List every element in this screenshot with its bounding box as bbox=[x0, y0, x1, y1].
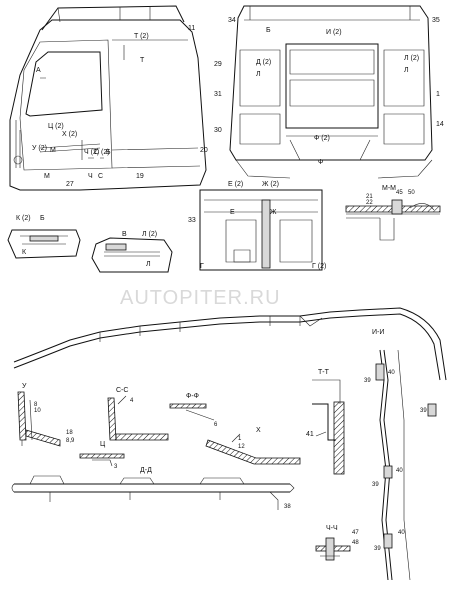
callout: 11 bbox=[188, 25, 195, 32]
callout: Ф bbox=[318, 159, 323, 166]
callout: 31 bbox=[214, 91, 222, 98]
callout: 1 bbox=[436, 91, 440, 98]
callout: 41 bbox=[306, 431, 314, 438]
callout: 8,9 bbox=[66, 438, 75, 444]
interior-view: Е (2) Ж (2) Е Ж 33 Г Г (2) bbox=[188, 181, 326, 271]
callout: 19 bbox=[136, 173, 144, 180]
callout: 40 bbox=[398, 530, 405, 536]
callout: Б bbox=[106, 149, 111, 156]
callout: 21 bbox=[366, 194, 373, 200]
callout: Д (2) bbox=[256, 59, 271, 66]
callout: 34 bbox=[228, 17, 236, 24]
callout: И (2) bbox=[326, 29, 342, 36]
section-m-m: М-М 21 22 45 50 bbox=[345, 185, 441, 241]
section-ch-ch: Ч-Ч 47 48 bbox=[315, 525, 359, 561]
callout: 14 bbox=[436, 121, 444, 128]
callout: 39 bbox=[420, 408, 427, 414]
callout: Е bbox=[230, 209, 235, 216]
callout: 40 bbox=[388, 370, 395, 376]
callout: Ж bbox=[270, 209, 277, 216]
callout: M bbox=[44, 173, 50, 180]
callout: 6 bbox=[214, 422, 218, 428]
detail-v-view: В Л (2) Л bbox=[91, 231, 173, 273]
callout: Г bbox=[200, 263, 204, 270]
callout: 3 bbox=[114, 464, 118, 470]
callout: У (2) bbox=[32, 145, 47, 152]
callout: Б bbox=[266, 27, 271, 34]
section-title: Х bbox=[256, 427, 261, 434]
section-title: Ф-Ф bbox=[186, 393, 199, 400]
callout: A bbox=[36, 67, 41, 74]
callout: C bbox=[98, 173, 103, 180]
watermark: AUTOPITER.RU bbox=[120, 287, 281, 309]
callout: Ц (2) bbox=[48, 123, 64, 130]
section-title: С-С bbox=[116, 387, 128, 394]
callout: Ж (2) bbox=[262, 181, 279, 188]
callout: X (2) bbox=[62, 131, 77, 138]
cab-side-view bbox=[9, 5, 207, 191]
callout: 38 bbox=[284, 504, 291, 510]
section-c-c: С-С 4 bbox=[107, 387, 169, 441]
callout: 12 bbox=[238, 444, 245, 450]
roof-profile-section bbox=[13, 307, 447, 381]
callout: T bbox=[140, 57, 145, 64]
callout: 39 bbox=[372, 482, 379, 488]
callout: 10 bbox=[34, 408, 41, 414]
callout: C (2) bbox=[94, 149, 110, 156]
callout: 4 bbox=[130, 398, 134, 404]
callout: T (2) bbox=[134, 33, 149, 40]
section-title: Д-Д bbox=[140, 467, 152, 474]
callout: Л (2) bbox=[404, 55, 419, 62]
callout: 29 bbox=[214, 61, 222, 68]
callout: 27 bbox=[66, 181, 74, 188]
section-title: Ц bbox=[100, 441, 106, 448]
callout: 45 bbox=[396, 190, 403, 196]
callout: 20 bbox=[200, 147, 208, 154]
callout: 1 bbox=[238, 436, 242, 442]
callout: 39 bbox=[374, 546, 381, 552]
callout: 33 bbox=[188, 217, 196, 224]
callout: 50 bbox=[408, 190, 415, 196]
callout: Л bbox=[146, 261, 151, 268]
section-title: У bbox=[22, 383, 27, 390]
callout: Г (2) bbox=[312, 263, 326, 270]
callout: 18 bbox=[66, 430, 73, 436]
section-title: Ч-Ч bbox=[326, 525, 338, 532]
callout: Л bbox=[256, 71, 261, 78]
callout: Е (2) bbox=[228, 181, 243, 188]
callout: 48 bbox=[352, 540, 359, 546]
side-view-callouts: 11 T (2) T A X (2) Ц (2) У (2) М M Ч (2)… bbox=[32, 25, 208, 188]
callout: 35 bbox=[432, 17, 440, 24]
rear-view-callouts: 34 35 Б И (2) Д (2) Л Л (2) Л 29 31 1 30… bbox=[214, 17, 444, 166]
callout: Б bbox=[40, 215, 45, 222]
callout: К (2) bbox=[16, 215, 31, 222]
callout: Ф (2) bbox=[314, 135, 330, 142]
detail-k-view: К (2) Б К bbox=[7, 215, 81, 259]
callout: Л bbox=[404, 67, 409, 74]
section-f-f: Ф-Ф 6 bbox=[169, 393, 218, 428]
callout: К bbox=[22, 249, 27, 256]
callout: 30 bbox=[214, 127, 222, 134]
section-ts: Ц 3 bbox=[79, 441, 125, 470]
callout: 8 bbox=[34, 402, 38, 408]
callout: Л (2) bbox=[142, 231, 157, 238]
section-t-t: Т-Т 41 bbox=[306, 369, 345, 475]
callout: М bbox=[50, 147, 56, 154]
section-d-d: Д-Д 38 bbox=[11, 467, 295, 510]
callout: 39 bbox=[364, 378, 371, 384]
callout: Ч bbox=[88, 173, 93, 180]
callout: В bbox=[122, 231, 127, 238]
section-i-i: И-И 40 39 39 40 39 40 39 bbox=[364, 329, 437, 581]
callout: 22 bbox=[366, 200, 373, 206]
callout: 47 bbox=[352, 530, 359, 536]
callout: 40 bbox=[396, 468, 403, 474]
callout: Ч (2) bbox=[84, 149, 99, 156]
section-title: М-М bbox=[382, 185, 396, 192]
section-u: У 8 10 18 8,9 bbox=[17, 383, 75, 447]
cab-rear-view bbox=[229, 5, 433, 179]
section-title: И-И bbox=[372, 329, 384, 336]
section-x: Х 1 12 bbox=[205, 427, 301, 465]
section-title: Т-Т bbox=[318, 369, 330, 376]
